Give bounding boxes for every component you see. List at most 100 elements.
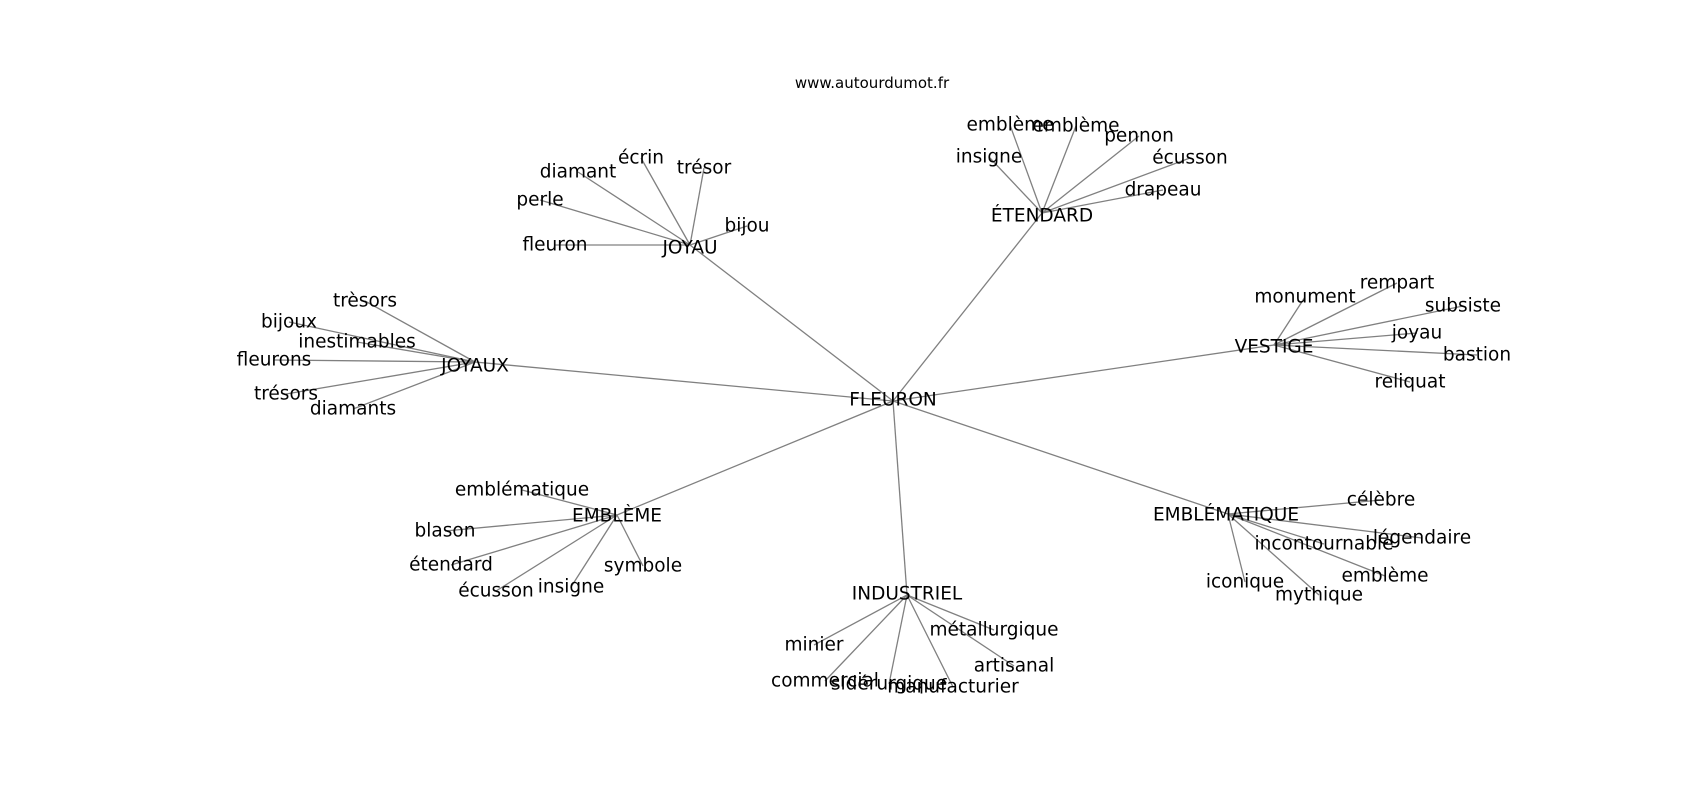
edge-branch-leaf bbox=[824, 594, 908, 682]
edge-branch-leaf bbox=[1009, 124, 1043, 214]
edge-branch-leaf bbox=[1273, 296, 1306, 346]
leaf-node: diamant bbox=[540, 162, 617, 183]
edge-branch-leaf bbox=[906, 594, 1015, 667]
edge-branch-leaf bbox=[1273, 332, 1418, 346]
leaf-node: subsiste bbox=[1425, 296, 1501, 317]
leaf-node: iconique bbox=[1206, 572, 1284, 593]
edge-branch-leaf bbox=[616, 514, 644, 567]
edge-root-branch bbox=[474, 361, 894, 402]
edge-branch-leaf bbox=[285, 361, 476, 395]
edge-branch-leaf bbox=[570, 514, 618, 588]
edge-branch-leaf bbox=[495, 514, 618, 592]
leaf-node: légendaire bbox=[1373, 528, 1471, 549]
leaf-node: joyau bbox=[1391, 323, 1442, 344]
edge-branch-leaf bbox=[888, 594, 908, 685]
leaf-node: métallurgique bbox=[929, 620, 1058, 641]
leaf-node: pennon bbox=[1104, 126, 1174, 147]
leaf-node: manufacturier bbox=[887, 677, 1019, 698]
branch-node: ÉTENDARD bbox=[991, 205, 1093, 227]
leaf-node: emblème bbox=[1032, 116, 1119, 137]
leaf-node: trésor bbox=[677, 158, 732, 179]
edge-root-branch bbox=[892, 400, 908, 596]
leaf-node: emblématique bbox=[455, 480, 589, 501]
edge-branch-leaf bbox=[1227, 513, 1325, 545]
edge-branch-leaf bbox=[1273, 282, 1398, 346]
leaf-node: trésors bbox=[254, 384, 318, 405]
leaf-node: emblème bbox=[1341, 566, 1428, 587]
leaf-node: inestimables bbox=[298, 332, 416, 353]
edge-branch-leaf bbox=[1041, 189, 1164, 214]
edge-branch-leaf bbox=[1041, 135, 1140, 214]
leaf-node: insigne bbox=[956, 147, 1023, 168]
leaf-node: symbole bbox=[604, 556, 682, 577]
leaf-node: bastion bbox=[1443, 345, 1511, 366]
edge-root-branch bbox=[892, 212, 1043, 402]
edge-branch-leaf bbox=[689, 167, 705, 246]
leaf-node: mythique bbox=[1275, 585, 1363, 606]
leaf-node: bijou bbox=[724, 216, 769, 237]
edge-branch-leaf bbox=[906, 594, 954, 688]
root-node: FLEURON bbox=[849, 390, 936, 411]
edge-branch-leaf bbox=[521, 489, 618, 516]
leaf-node: artisanal bbox=[974, 656, 1055, 677]
edge-branch-leaf bbox=[640, 157, 691, 246]
edge-branch-leaf bbox=[577, 171, 691, 246]
leaf-node: blason bbox=[415, 521, 476, 542]
leaf-node: perle bbox=[516, 190, 563, 211]
leaf-node: drapeau bbox=[1125, 180, 1202, 201]
leaf-node: bijoux bbox=[261, 312, 317, 333]
branch-node: JOYAUX bbox=[440, 356, 509, 377]
leaf-node: étendard bbox=[409, 555, 493, 576]
source-label: www.autourdumot.fr bbox=[795, 74, 950, 92]
leaf-node: sidérurgique bbox=[831, 674, 947, 695]
edge-branch-leaf bbox=[356, 341, 476, 363]
edge-branch-leaf bbox=[1273, 305, 1464, 346]
edge-branch-leaf bbox=[1227, 499, 1382, 515]
leaf-node: incontournable bbox=[1255, 534, 1394, 555]
edge-branch-leaf bbox=[813, 594, 908, 646]
leaf-node: écusson bbox=[458, 581, 534, 602]
edge-branch-leaf bbox=[988, 156, 1043, 214]
edge-root-branch bbox=[892, 400, 1229, 515]
edge-branch-leaf bbox=[1273, 344, 1478, 356]
branch-node: EMBLÉMATIQUE bbox=[1153, 504, 1299, 526]
leaf-node: trèsors bbox=[333, 291, 397, 312]
edge-branch-leaf bbox=[1227, 513, 1423, 539]
edge-branch-leaf bbox=[689, 225, 748, 246]
edge-branch-leaf bbox=[273, 359, 476, 363]
edge-branch-leaf bbox=[1041, 125, 1077, 214]
leaf-node: fleuron bbox=[522, 235, 587, 256]
leaf-node: emblème bbox=[966, 115, 1053, 136]
leaf-node: reliquat bbox=[1375, 372, 1446, 393]
edge-branch-leaf bbox=[1227, 513, 1246, 583]
edge-branch-leaf bbox=[288, 321, 476, 363]
edge-branch-leaf bbox=[1227, 513, 1386, 577]
leaf-node: écrin bbox=[618, 148, 664, 169]
edge-root-branch bbox=[892, 344, 1275, 402]
leaf-node: fleurons bbox=[237, 350, 312, 371]
edges bbox=[273, 124, 1478, 688]
leaf-node: monument bbox=[1254, 287, 1355, 308]
edge-branch-leaf bbox=[444, 514, 618, 532]
edge-branch-leaf bbox=[1041, 157, 1191, 214]
edge-root-branch bbox=[689, 244, 894, 402]
edge-branch-leaf bbox=[352, 361, 476, 410]
edge-branch-leaf bbox=[906, 594, 995, 631]
edge-branch-leaf bbox=[450, 514, 618, 566]
edge-root-branch bbox=[616, 400, 894, 516]
leaf-node: commercial bbox=[771, 671, 879, 692]
branch-node: EMBLÈME bbox=[572, 505, 662, 527]
edge-branch-leaf bbox=[1273, 344, 1411, 383]
branch-node: VESTIGE bbox=[1235, 337, 1314, 358]
leaf-node: rempart bbox=[1360, 273, 1435, 294]
leaf-node: insigne bbox=[538, 577, 605, 598]
leaf-node: écusson bbox=[1152, 148, 1228, 169]
branch-node: INDUSTRIEL bbox=[852, 584, 963, 605]
leaf-node: célèbre bbox=[1347, 490, 1415, 511]
leaf-node: minier bbox=[784, 635, 843, 656]
branch-node: JOYAU bbox=[661, 238, 717, 259]
leaf-node: diamants bbox=[310, 399, 396, 420]
edge-branch-leaf bbox=[539, 199, 691, 246]
